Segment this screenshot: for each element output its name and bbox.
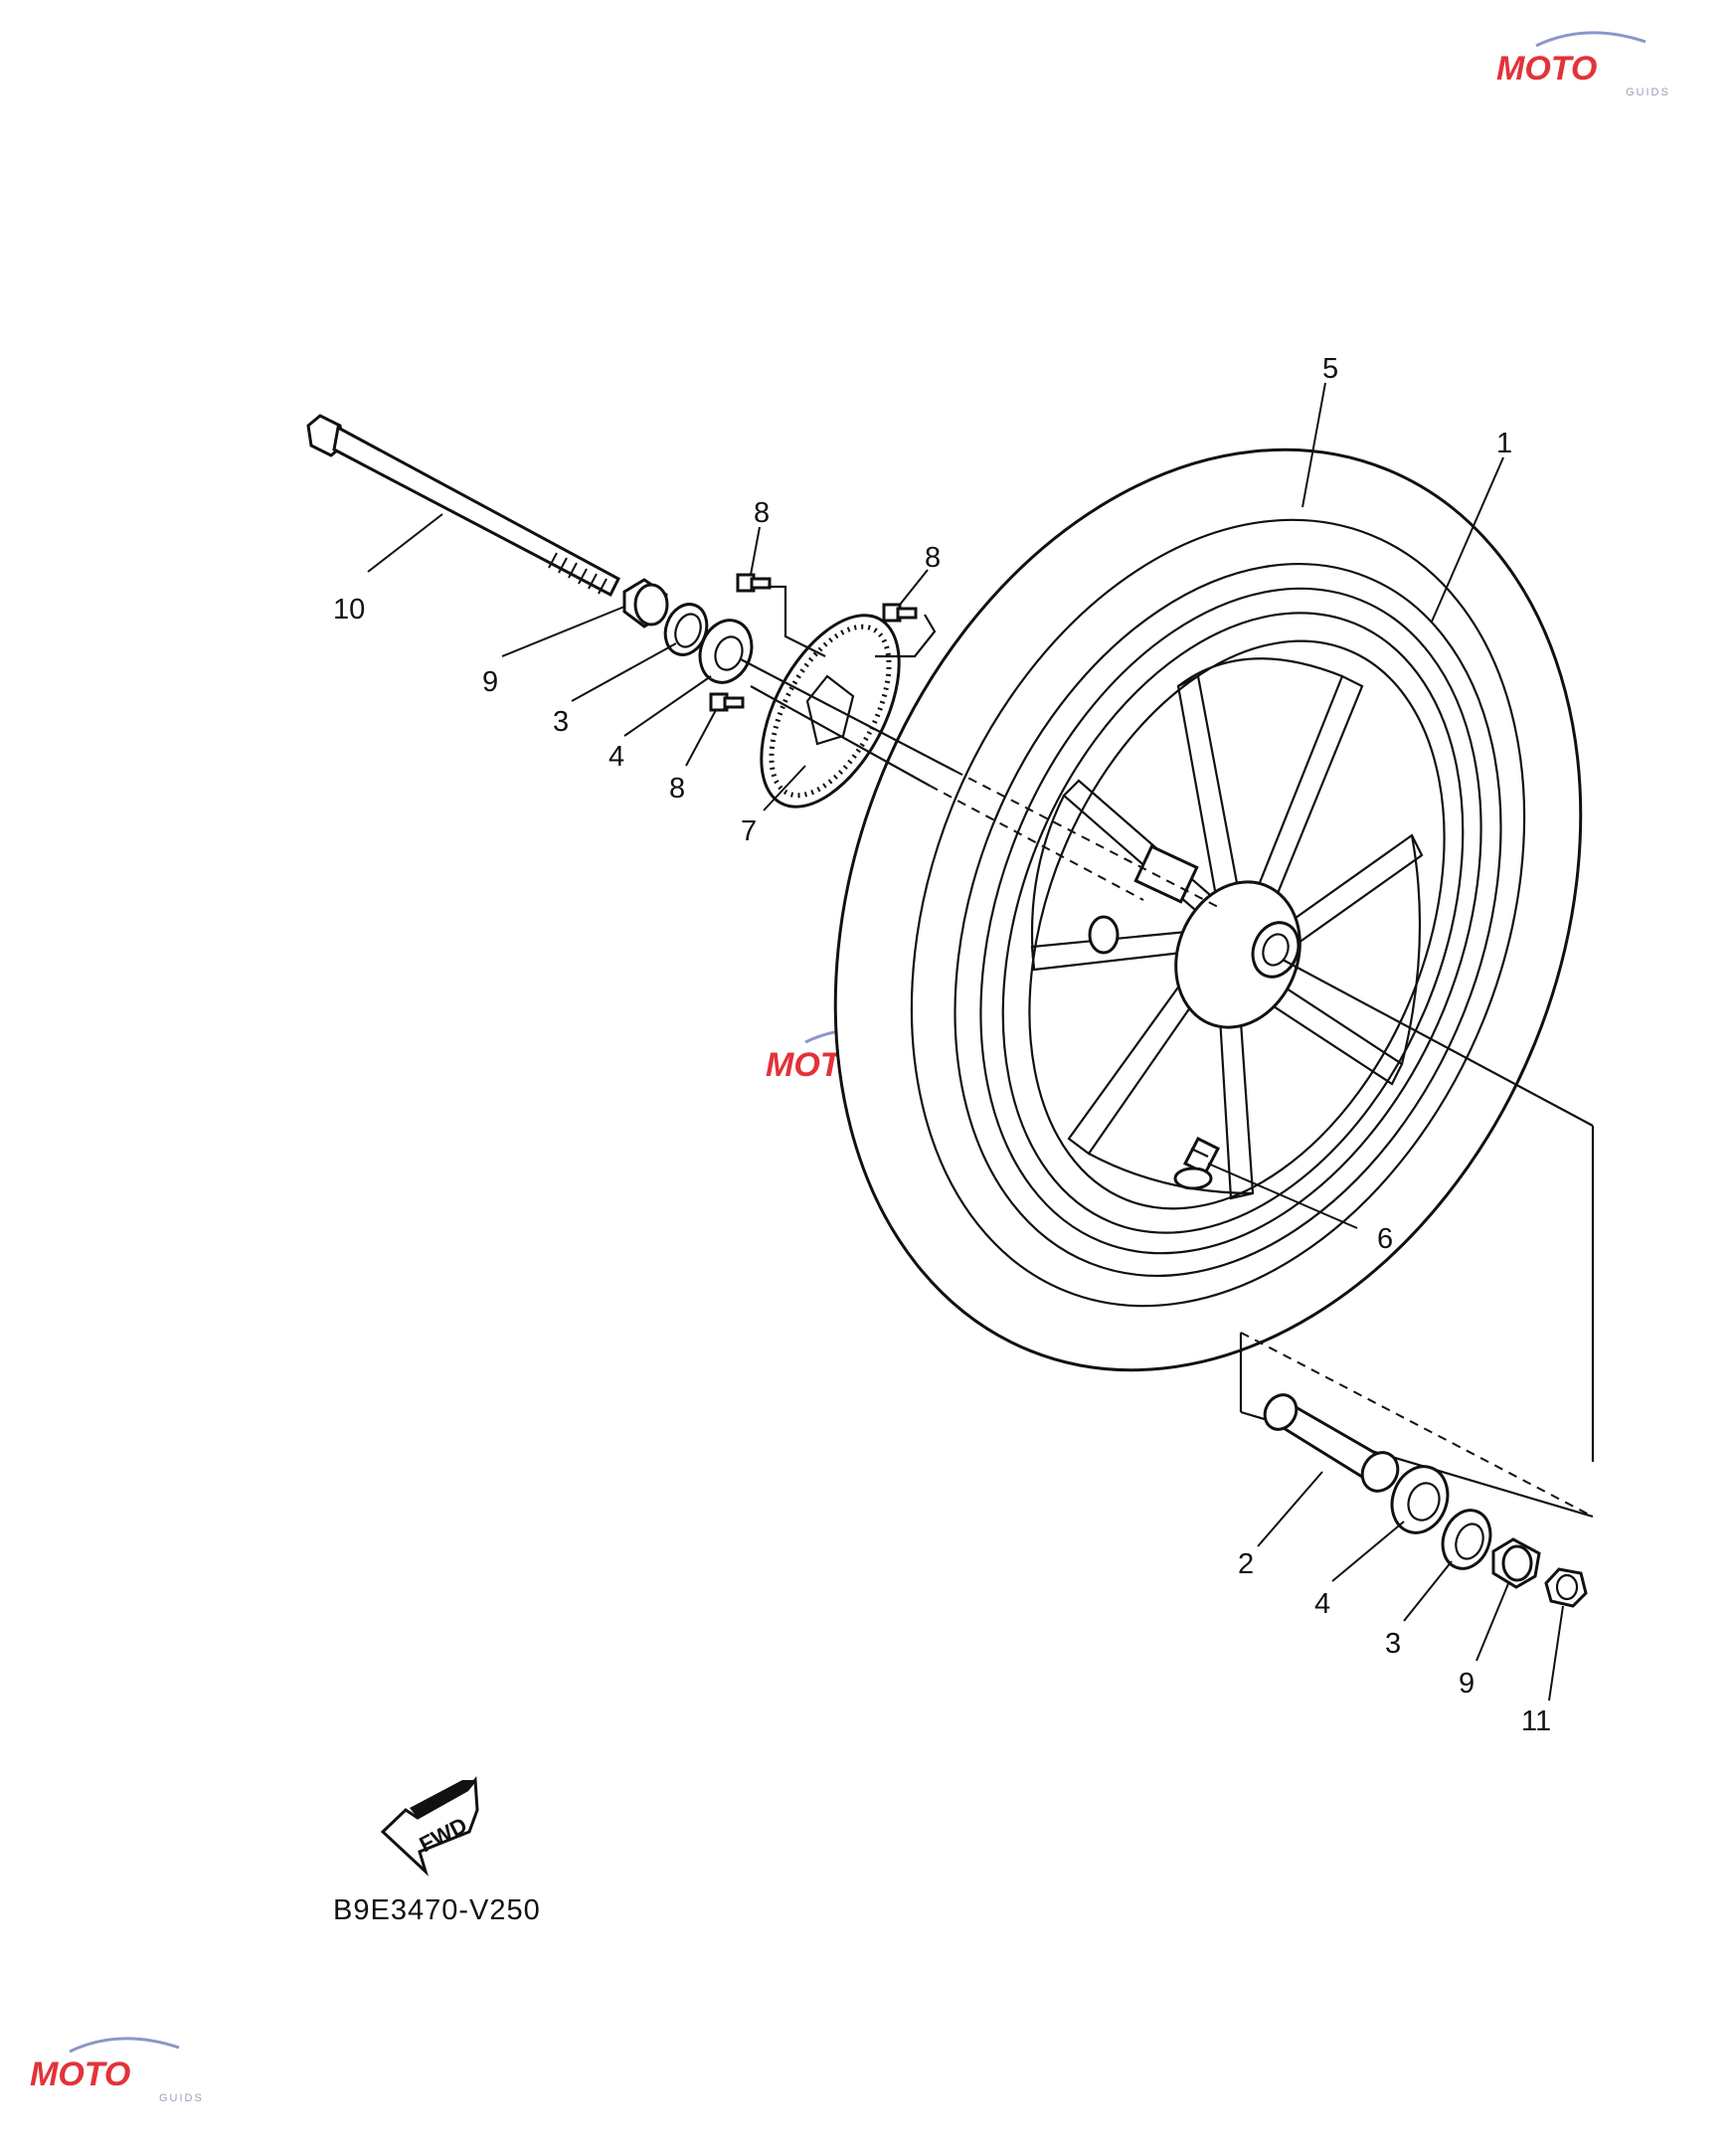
oil-seal-right <box>1441 1509 1492 1570</box>
callout-8-upper: 8 <box>754 497 770 529</box>
watermark-sub: GUIDS <box>1626 87 1670 98</box>
callout-1: 1 <box>1496 428 1512 459</box>
watermark-bottom-left: MOTO GUIDS <box>30 2037 204 2104</box>
callout-3-right: 3 <box>1385 1628 1401 1660</box>
tire-valve <box>1173 1136 1221 1190</box>
watermark-brand: MOTO <box>30 2056 130 2093</box>
fwd-arrow-icon: FWD <box>380 1776 479 1877</box>
bearing-right <box>1390 1465 1450 1534</box>
callout-6: 6 <box>1377 1223 1393 1255</box>
watermark-brand: MOTO <box>1496 50 1597 88</box>
callout-9-left: 9 <box>482 666 498 698</box>
callouts: 1 5 10 9 3 4 8 8 8 7 6 2 4 3 9 11 <box>333 353 1551 1737</box>
callout-11: 11 <box>1521 1705 1551 1737</box>
axle-nut <box>1544 1567 1588 1608</box>
callout-8-right: 8 <box>925 542 941 574</box>
assembly-lines-left <box>740 585 1219 908</box>
callout-8-lower: 8 <box>669 773 685 805</box>
figure-code: B9E3470-V250 <box>333 1894 541 1926</box>
leader-lines <box>367 382 1564 1702</box>
collar-right-long <box>1263 1393 1400 1493</box>
callout-5: 5 <box>1322 353 1338 385</box>
watermark-sub: GUIDS <box>159 2092 204 2104</box>
callout-4-left: 4 <box>608 741 624 773</box>
callout-2: 2 <box>1238 1548 1254 1580</box>
callout-7: 7 <box>741 815 757 847</box>
callout-3-left: 3 <box>553 706 569 738</box>
axle <box>306 414 620 598</box>
bolt-8-right <box>882 603 918 623</box>
bolt-8-upper <box>736 573 772 593</box>
collar-right <box>1491 1537 1541 1589</box>
bearing-left <box>698 619 754 684</box>
wheel-rim <box>954 563 1502 1277</box>
callout-10: 10 <box>333 594 365 626</box>
abs-sensor-rotor <box>760 614 901 808</box>
collar-left <box>622 578 669 628</box>
wheel-hub <box>1088 844 1302 1029</box>
bolt-8-lower <box>709 692 745 712</box>
callout-9-right: 9 <box>1459 1668 1475 1700</box>
watermark-top-right: MOTO GUIDS <box>1496 31 1670 98</box>
callout-4-right: 4 <box>1314 1588 1330 1620</box>
